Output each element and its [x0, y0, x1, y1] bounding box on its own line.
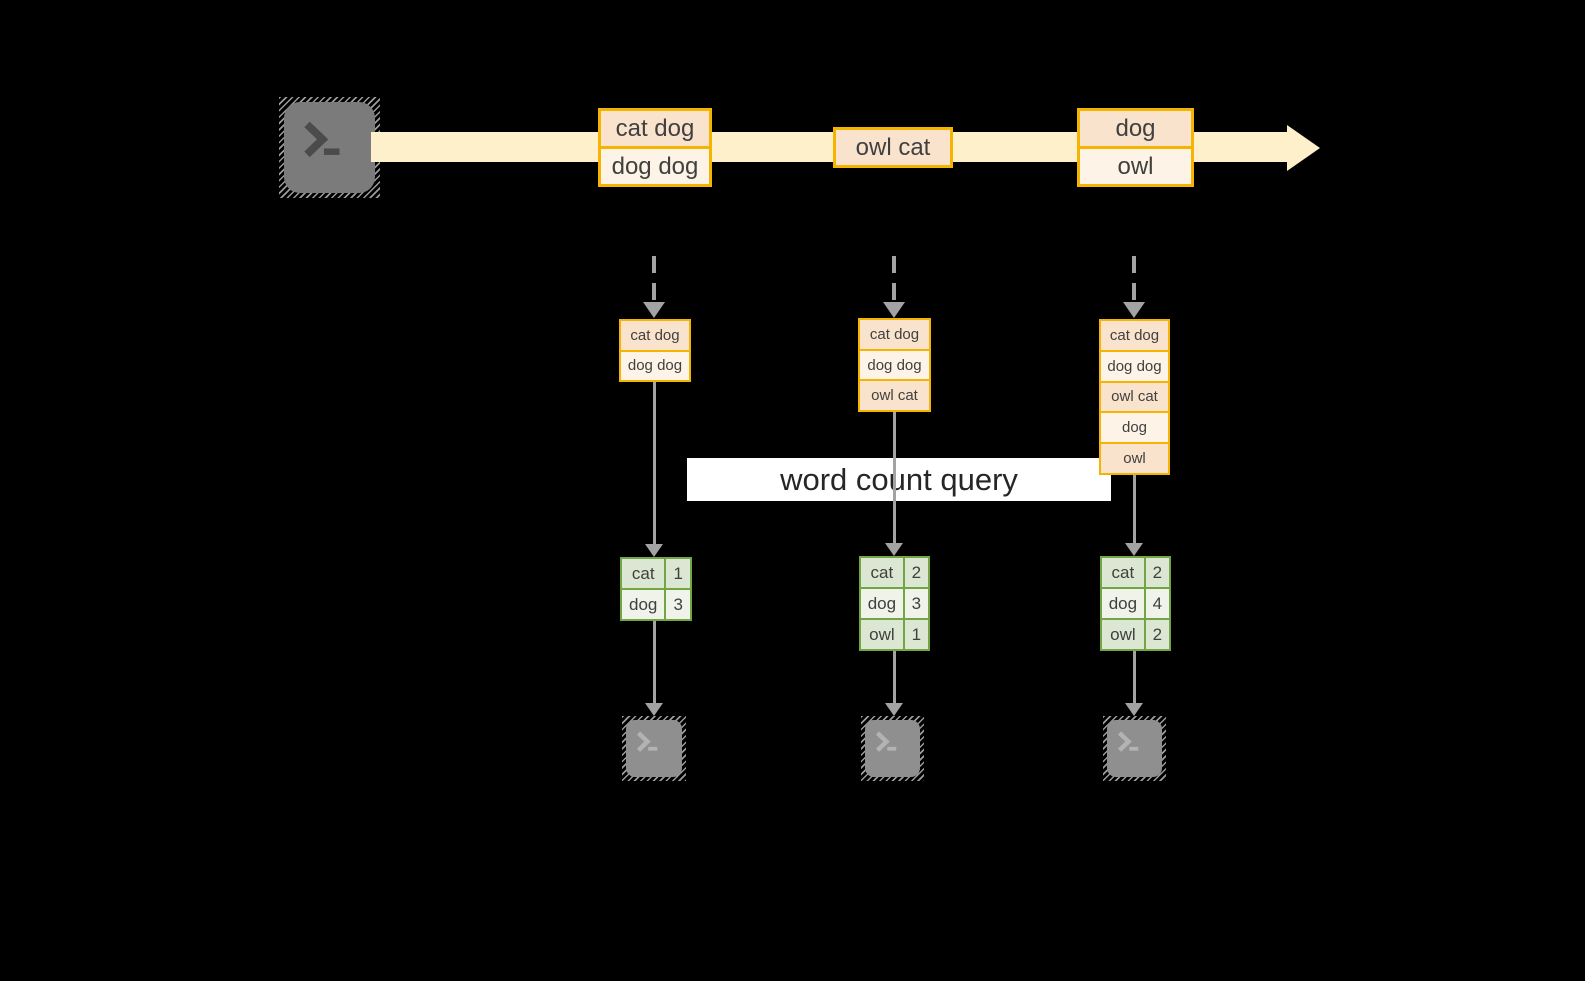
sink-terminal-icon-3 — [1103, 716, 1166, 781]
arrowhead-down-icon — [1125, 543, 1143, 556]
state-cell: cat dog — [1101, 321, 1168, 350]
arrowhead-down-icon — [645, 703, 663, 716]
record-cell: owl cat — [836, 130, 950, 165]
arrowhead-down-icon — [645, 544, 663, 557]
word-cell: owl — [861, 620, 903, 649]
count-cell: 2 — [904, 558, 928, 587]
state-buffer-2: cat dog dog dog owl cat — [858, 318, 931, 412]
state-cell: cat dog — [621, 321, 689, 350]
query-label-band: word count query — [687, 458, 1111, 501]
terminal-prompt-icon — [875, 731, 897, 752]
word-count-table-1: cat 1 dog 3 — [620, 557, 692, 621]
source-terminal-icon — [279, 97, 380, 198]
word-cell: dog — [861, 589, 903, 618]
terminal-prompt-icon — [1117, 731, 1139, 752]
ingest-dashed-arrow-2 — [892, 256, 896, 302]
arrowhead-down-icon — [643, 302, 665, 318]
stream-record-box-3: dog owl — [1077, 108, 1194, 187]
output-arrow-3 — [1133, 651, 1136, 703]
record-cell: dog — [1080, 111, 1191, 146]
state-cell: dog dog — [1101, 351, 1168, 381]
query-arrow-2 — [893, 411, 896, 543]
terminal-prompt-icon — [304, 121, 340, 158]
terminal-icon — [865, 720, 920, 777]
terminal-icon — [284, 102, 375, 193]
output-arrow-1 — [653, 621, 656, 703]
state-cell: dog dog — [860, 350, 929, 380]
sink-terminal-icon-1 — [622, 716, 686, 781]
record-cell: cat dog — [601, 111, 709, 146]
count-cell: 4 — [1145, 589, 1169, 618]
query-arrow-1 — [653, 381, 656, 544]
stream-record-box-1: cat dog dog dog — [598, 108, 712, 187]
record-cell: dog dog — [601, 149, 709, 184]
count-cell: 2 — [1145, 620, 1169, 649]
stream-record-box-2: owl cat — [833, 127, 953, 168]
stream-arrowhead-icon — [1287, 125, 1320, 171]
word-cell: owl — [1102, 620, 1144, 649]
terminal-icon — [626, 720, 682, 777]
arrowhead-down-icon — [885, 703, 903, 716]
state-cell: dog dog — [621, 351, 689, 380]
state-cell: dog — [1101, 413, 1168, 443]
word-cell: cat — [622, 559, 665, 588]
count-cell: 3 — [904, 589, 928, 618]
state-buffer-1: cat dog dog dog — [619, 319, 691, 382]
count-cell: 2 — [1145, 558, 1169, 587]
state-cell: owl cat — [1101, 382, 1168, 412]
arrowhead-down-icon — [1125, 703, 1143, 716]
state-cell: cat dog — [860, 320, 929, 349]
word-cell: dog — [1102, 589, 1144, 618]
query-arrow-3 — [1133, 474, 1136, 543]
count-cell: 1 — [904, 620, 928, 649]
count-cell: 1 — [666, 559, 690, 588]
word-count-table-3: cat 2 dog 4 owl 2 — [1100, 556, 1171, 651]
terminal-icon — [1107, 720, 1162, 777]
arrowhead-down-icon — [883, 302, 905, 318]
state-cell: owl — [1101, 444, 1168, 473]
state-buffer-3: cat dog dog dog owl cat dog owl — [1099, 319, 1170, 475]
ingest-dashed-arrow-3 — [1132, 256, 1136, 302]
word-cell: cat — [1102, 558, 1144, 587]
sink-terminal-icon-2 — [861, 716, 924, 781]
count-cell: 3 — [666, 590, 690, 619]
query-label: word count query — [780, 461, 1018, 497]
record-cell: owl — [1080, 149, 1191, 184]
word-cell: cat — [861, 558, 903, 587]
arrowhead-down-icon — [885, 543, 903, 556]
arrowhead-down-icon — [1123, 302, 1145, 318]
word-cell: dog — [622, 590, 665, 619]
state-cell: owl cat — [860, 381, 929, 411]
output-arrow-2 — [893, 651, 896, 703]
word-count-table-2: cat 2 dog 3 owl 1 — [859, 556, 930, 651]
ingest-dashed-arrow-1 — [652, 256, 656, 302]
terminal-prompt-icon — [636, 731, 658, 752]
